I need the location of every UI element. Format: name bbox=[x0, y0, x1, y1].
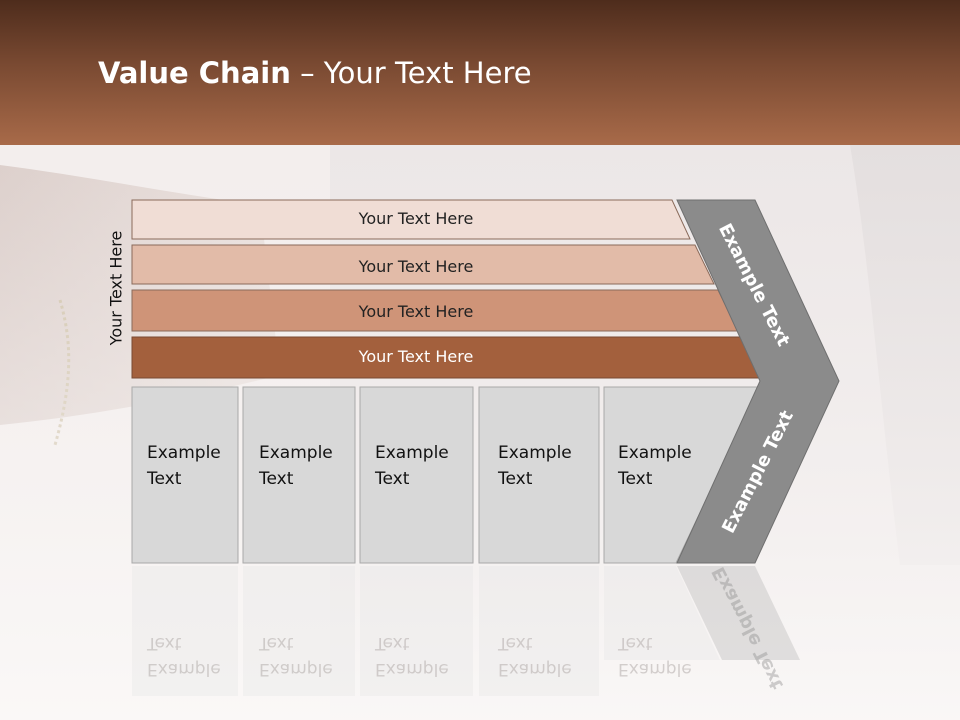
box-text-4-line1: Example bbox=[498, 443, 572, 463]
box-text-2-line1: Example bbox=[259, 443, 333, 463]
row-bar-2 bbox=[131, 244, 715, 285]
box-reflection-3: Example Text bbox=[375, 630, 449, 682]
box-reflection-4-line1: Example bbox=[498, 659, 572, 679]
box-text-1-line2: Text bbox=[147, 469, 182, 489]
box-reflection-3-line1: Example bbox=[375, 659, 449, 679]
chevron-arrow bbox=[676, 199, 840, 564]
title-rest: – Your Text Here bbox=[290, 56, 532, 90]
row-label-3: Your Text Here bbox=[358, 302, 474, 321]
page-title: Value Chain – Your Text Here bbox=[98, 56, 532, 90]
box-reflection-2: Example Text bbox=[259, 630, 333, 682]
header-bar bbox=[0, 0, 960, 145]
box-text-4-line2: Text bbox=[498, 469, 533, 489]
box-reflection-2-line2: Text bbox=[259, 633, 294, 653]
row-bar-1 bbox=[131, 199, 691, 240]
box-text-3-line1: Example bbox=[375, 443, 449, 463]
box-text-3-line2: Text bbox=[375, 469, 410, 489]
box-2 bbox=[242, 386, 356, 564]
box-reflection-4-line2: Text bbox=[498, 633, 533, 653]
row-label-1: Your Text Here bbox=[358, 209, 474, 228]
reflection-group bbox=[132, 566, 800, 696]
box-text-1-line1: Example bbox=[147, 443, 221, 463]
box-reflection-1: Example Text bbox=[147, 630, 221, 682]
box-5 bbox=[603, 386, 761, 564]
box-reflection-1-line2: Text bbox=[147, 633, 182, 653]
box-reflection-3-line2: Text bbox=[375, 633, 410, 653]
box-reflection-4: Example Text bbox=[498, 630, 572, 682]
box-text-5-line1: Example bbox=[618, 443, 692, 463]
box-reflection-5-line2: Text bbox=[618, 633, 653, 653]
box-4 bbox=[478, 386, 600, 564]
box-reflection-2-line1: Example bbox=[259, 659, 333, 679]
row-label-2: Your Text Here bbox=[358, 257, 474, 276]
box-3 bbox=[359, 386, 474, 564]
box-text-5-line2: Text bbox=[618, 469, 653, 489]
box-1 bbox=[131, 386, 239, 564]
box-reflection-1-line1: Example bbox=[147, 659, 221, 679]
title-bold: Value Chain bbox=[98, 56, 291, 90]
box-text-2-line2: Text bbox=[259, 469, 294, 489]
row-label-4: Your Text Here bbox=[358, 347, 474, 366]
box-reflection-5-line1: Example bbox=[618, 659, 692, 679]
box-reflection-5: Example Text bbox=[618, 630, 692, 682]
